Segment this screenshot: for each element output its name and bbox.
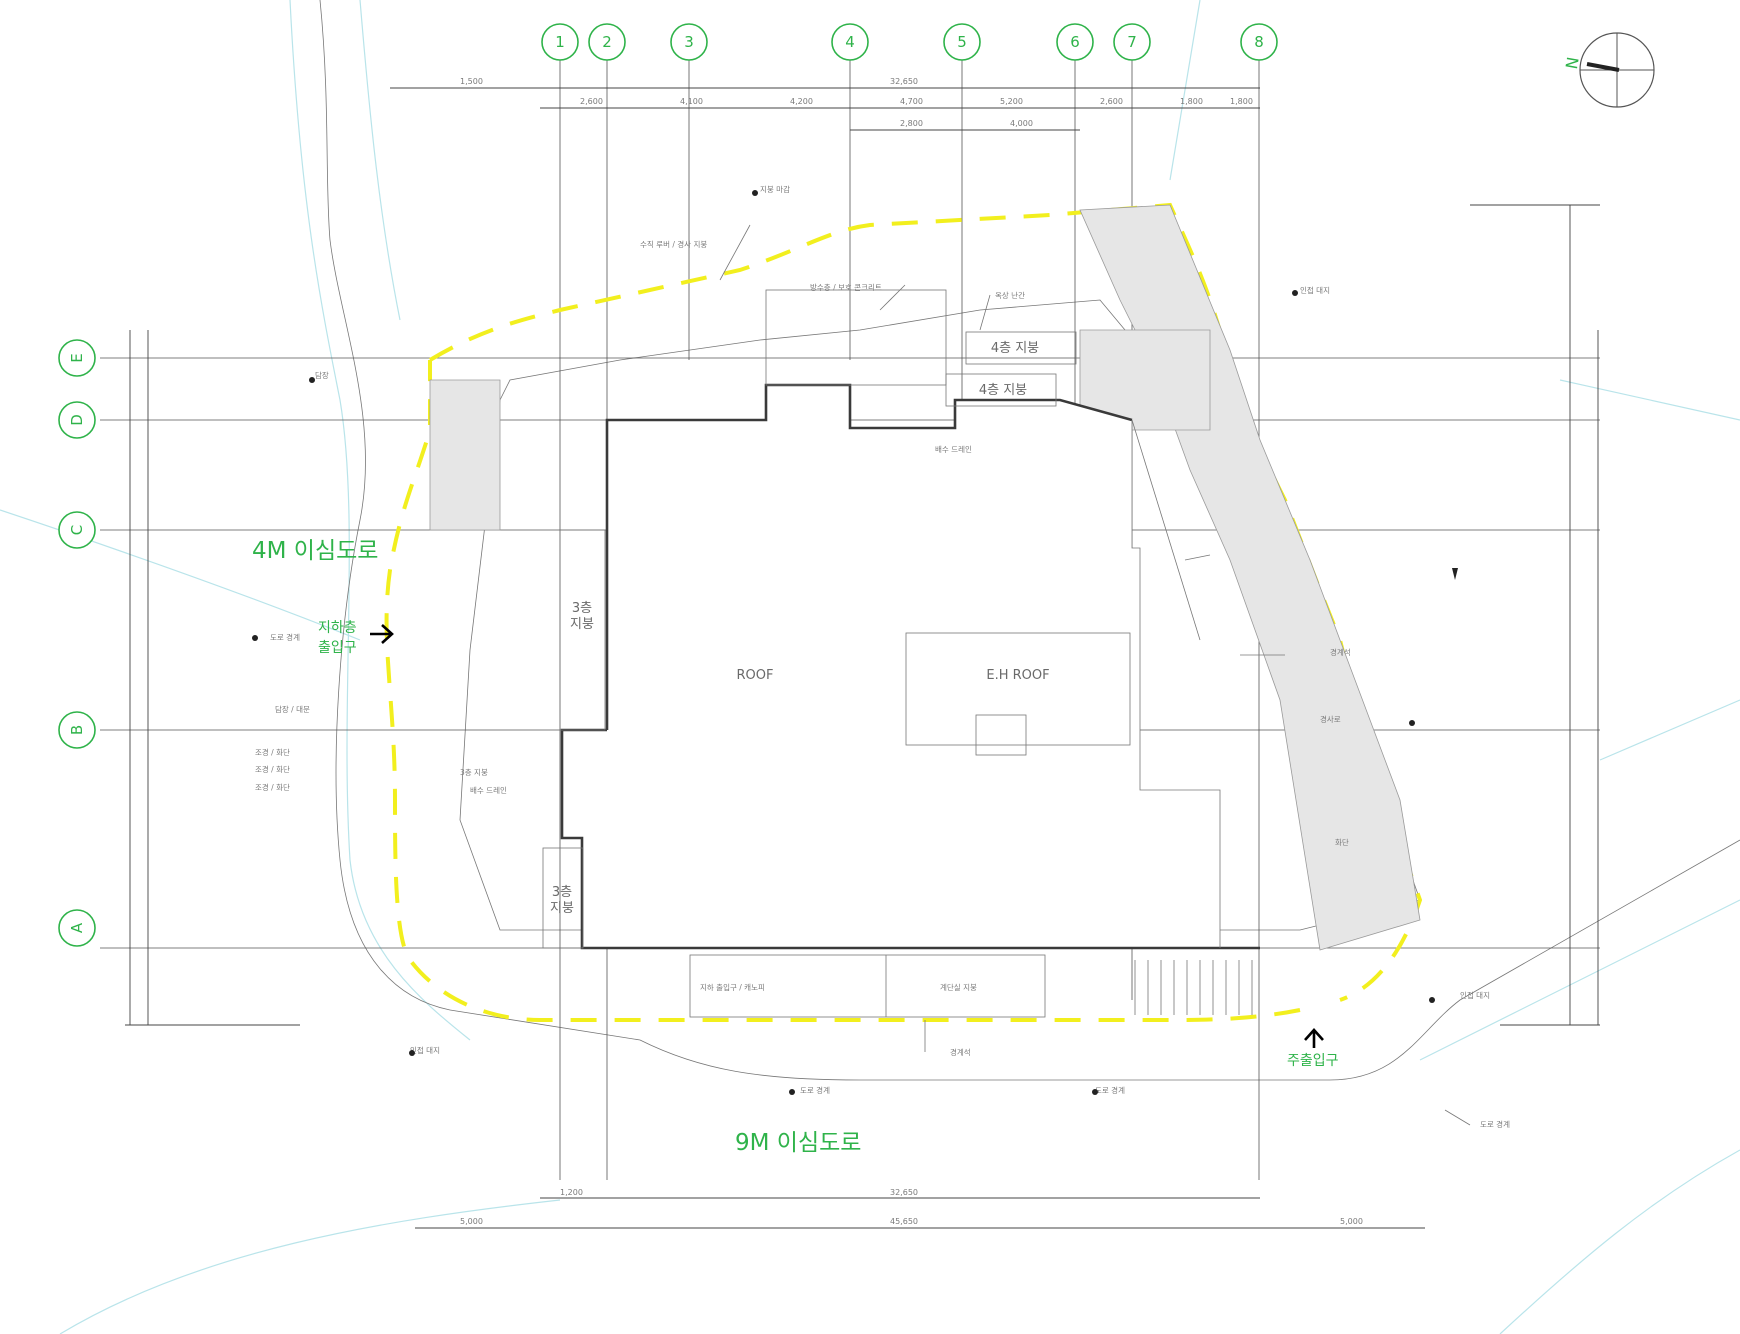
grid-bubble-col-1: 1 (541, 23, 579, 61)
svg-text:수직 루버 / 경사 지붕: 수직 루버 / 경사 지붕 (640, 239, 707, 249)
grid-bubble-col-3: 3 (670, 23, 708, 61)
grid-row-bubbles: E D C B A (58, 339, 96, 947)
svg-text:8: 8 (1254, 33, 1264, 51)
grid-bubble-row-e: E (58, 339, 96, 377)
svg-text:경계석: 경계석 (950, 1047, 971, 1057)
svg-text:담장 / 대문: 담장 / 대문 (275, 704, 310, 714)
svg-text:2: 2 (602, 33, 612, 51)
svg-text:2,800: 2,800 (900, 119, 923, 128)
grid-column-bubbles: 1 2 3 4 5 6 7 8 (541, 23, 1278, 61)
grid-bubble-col-7: 7 (1113, 23, 1151, 61)
svg-text:7: 7 (1127, 33, 1137, 51)
svg-text:5,000: 5,000 (1340, 1217, 1363, 1226)
svg-text:2,600: 2,600 (580, 97, 603, 106)
svg-text:담장: 담장 (315, 370, 329, 380)
svg-text:3: 3 (684, 33, 694, 51)
roof-label: ROOF (737, 668, 774, 683)
svg-text:45,650: 45,650 (890, 1217, 918, 1226)
svg-text:인접 대지: 인접 대지 (1300, 285, 1330, 295)
svg-text:조경 / 화단: 조경 / 화단 (255, 782, 290, 792)
north-arrow (1579, 32, 1655, 108)
grid-bubble-row-a: A (58, 909, 96, 947)
room-4f-roof-lower: 4층 지붕 (979, 383, 1027, 398)
svg-text:인접 대지: 인접 대지 (1460, 990, 1490, 1000)
road-label-south: 9M 이심도로 (735, 1130, 861, 1156)
vehicle-entry-label-line1: 지하층 (318, 620, 357, 636)
grid-bubble-col-6: 6 (1056, 23, 1094, 61)
main-entry-label: 주출입구 (1287, 1053, 1339, 1069)
side-roof-b-line2: 지붕 (550, 901, 574, 916)
svg-text:조경 / 화단: 조경 / 화단 (255, 747, 290, 757)
building-outline (542, 289, 1260, 1018)
svg-text:D: D (68, 414, 86, 426)
svg-text:경계석: 경계석 (1330, 647, 1351, 657)
svg-text:1,800: 1,800 (1230, 97, 1253, 106)
svg-text:4: 4 (845, 33, 855, 51)
svg-text:C: C (68, 525, 86, 535)
dimension-lines: 1,500 32,650 2,600 4,100 4,200 4,700 5,2… (125, 77, 1600, 1229)
svg-text:도로 경계: 도로 경계 (1480, 1119, 1510, 1129)
svg-text:4,100: 4,100 (680, 97, 703, 106)
grid-bubble-col-8: 8 (1240, 23, 1278, 61)
grid-bubble-row-d: D (58, 401, 96, 439)
setback-boundary (384, 202, 1423, 1022)
svg-text:A: A (68, 922, 86, 933)
svg-text:조경 / 화단: 조경 / 화단 (255, 764, 290, 774)
vehicle-entry-label-line2: 출입구 (318, 640, 357, 656)
vehicle-entry-arrow-icon (370, 624, 394, 644)
stair-lines (1134, 960, 1253, 1015)
north-label: N (1562, 56, 1583, 71)
svg-text:B: B (68, 725, 86, 735)
svg-text:5,200: 5,200 (1000, 97, 1023, 106)
svg-text:도로 경계: 도로 경계 (800, 1085, 830, 1095)
side-roof-a-line2: 지붕 (570, 617, 594, 632)
main-entry-arrow-icon (1304, 1028, 1324, 1048)
svg-text:1,800: 1,800 (1180, 97, 1203, 106)
svg-text:6: 6 (1070, 33, 1080, 51)
road-label-west: 4M 이심도로 (252, 538, 378, 564)
svg-text:32,650: 32,650 (890, 1188, 918, 1197)
eh-roof-label: E.H ROOF (986, 668, 1049, 683)
svg-text:화단: 화단 (1335, 837, 1349, 847)
svg-text:경사로: 경사로 (1320, 714, 1341, 724)
svg-text:1,200: 1,200 (560, 1188, 583, 1197)
side-roof-a-line1: 3층 (572, 601, 592, 616)
svg-text:지하 출입구 / 캐노피: 지하 출입구 / 캐노피 (700, 982, 765, 992)
svg-text:4,200: 4,200 (790, 97, 813, 106)
level-markers (252, 190, 1458, 1095)
room-4f-roof-upper: 4층 지붕 (991, 341, 1039, 356)
grid-bubble-col-4: 4 (831, 23, 869, 61)
grid-bubble-row-c: C (58, 511, 96, 549)
svg-text:배수 드레인: 배수 드레인 (470, 785, 507, 795)
svg-text:3층 지붕: 3층 지붕 (460, 768, 488, 777)
svg-text:1: 1 (555, 33, 565, 51)
side-roof-b-line1: 3층 (552, 885, 572, 900)
svg-text:5: 5 (957, 33, 967, 51)
grid-bubble-col-5: 5 (943, 23, 981, 61)
svg-text:5,000: 5,000 (460, 1217, 483, 1226)
hatched-area (429, 204, 1421, 951)
svg-text:32,650: 32,650 (890, 77, 918, 86)
svg-text:방수층 / 보호 콘크리트: 방수층 / 보호 콘크리트 (810, 282, 882, 292)
leader-notes: 지붕 마감 수직 루버 / 경사 지붕 방수층 / 보호 콘크리트 옥상 난간 … (255, 184, 1510, 1129)
svg-text:4,000: 4,000 (1010, 119, 1033, 128)
svg-text:도로 경계: 도로 경계 (1095, 1085, 1125, 1095)
svg-text:도로 경계: 도로 경계 (270, 632, 300, 642)
svg-text:지붕 마감: 지붕 마감 (760, 184, 790, 194)
svg-text:1,500: 1,500 (460, 77, 483, 86)
svg-text:옥상 난간: 옥상 난간 (995, 290, 1025, 300)
svg-text:배수 드레인: 배수 드레인 (935, 444, 972, 454)
grid-bubble-row-b: B (58, 711, 96, 749)
svg-text:인접 대지: 인접 대지 (410, 1045, 440, 1055)
svg-text:2,600: 2,600 (1100, 97, 1123, 106)
svg-text:E: E (68, 353, 86, 362)
grid-bubble-col-2: 2 (588, 23, 626, 61)
svg-text:계단실 지붕: 계단실 지붕 (940, 982, 977, 992)
svg-text:4,700: 4,700 (900, 97, 923, 106)
